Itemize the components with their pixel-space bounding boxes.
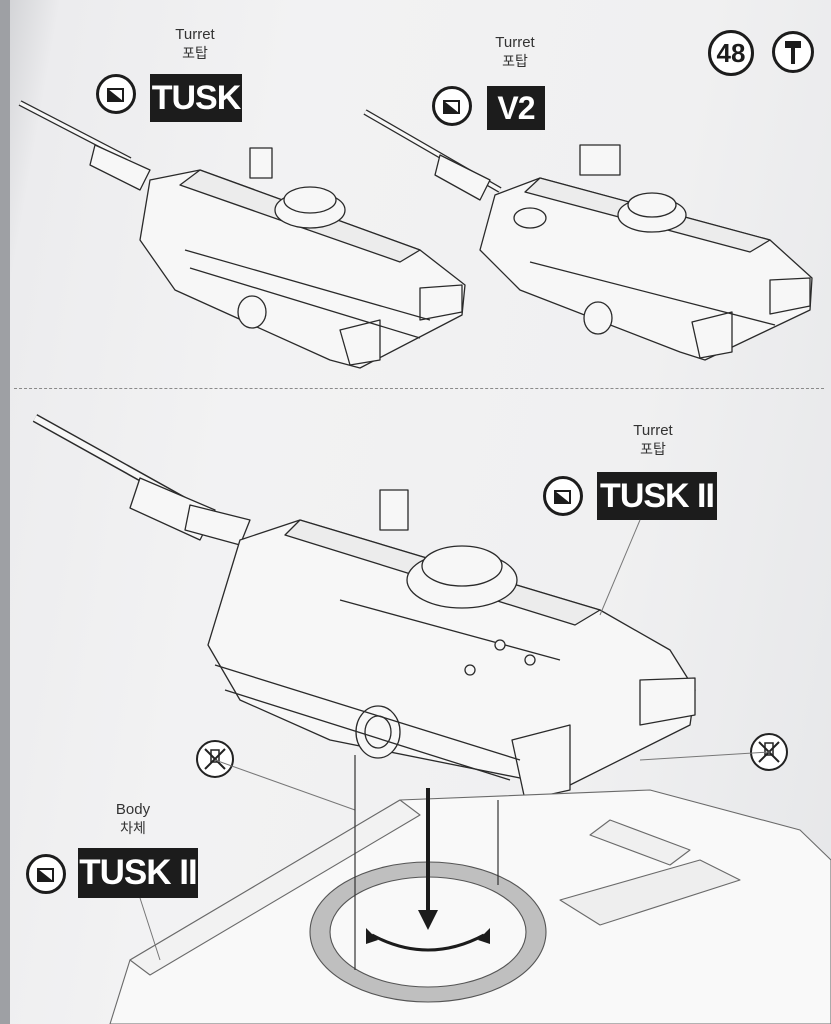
tusk-turret-drawing [18, 100, 466, 369]
tusk-badge: TUSK [150, 74, 242, 122]
down-arrow-icon [418, 788, 438, 930]
caption-en: Turret [175, 26, 215, 43]
caption-ko: 포탑 [640, 441, 666, 457]
tusk2-body-caption: Body 차체 [104, 801, 162, 837]
tusk2-body-badge: TUSK II [78, 848, 198, 898]
step-number: 48 [708, 30, 754, 76]
caption-ko: 차체 [120, 820, 146, 836]
v2-turret-caption: Turret 포탑 [482, 34, 548, 70]
leader-lines [139, 519, 771, 961]
tusk-turret-caption: Turret 포탑 [160, 26, 230, 62]
alignment-guides [354, 755, 499, 970]
orientation-view-icon [543, 476, 583, 516]
caption-en: Turret [633, 422, 673, 439]
tusk2-turret-badge: TUSK II [597, 472, 717, 520]
pliers-icon [772, 31, 814, 73]
tusk2-turret-drawing [32, 414, 696, 801]
v2-badge: V2 [487, 86, 545, 130]
caption-ko: 포탑 [182, 45, 208, 61]
caption-en: Turret [495, 34, 535, 51]
orientation-view-icon [96, 74, 136, 114]
tusk2-body-drawing [109, 789, 831, 1024]
caption-en: Body [115, 801, 151, 818]
orientation-view-icon [26, 854, 66, 894]
tusk2-turret-caption: Turret 포탑 [622, 422, 684, 458]
v2-turret-drawing [363, 109, 813, 361]
page-binding-edge [0, 0, 10, 1024]
rotate-arrow-icon [371, 933, 485, 952]
no-glue-icon [196, 740, 234, 778]
caption-ko: 포탑 [502, 53, 528, 69]
orientation-view-icon [432, 86, 472, 126]
section-divider [14, 388, 824, 389]
